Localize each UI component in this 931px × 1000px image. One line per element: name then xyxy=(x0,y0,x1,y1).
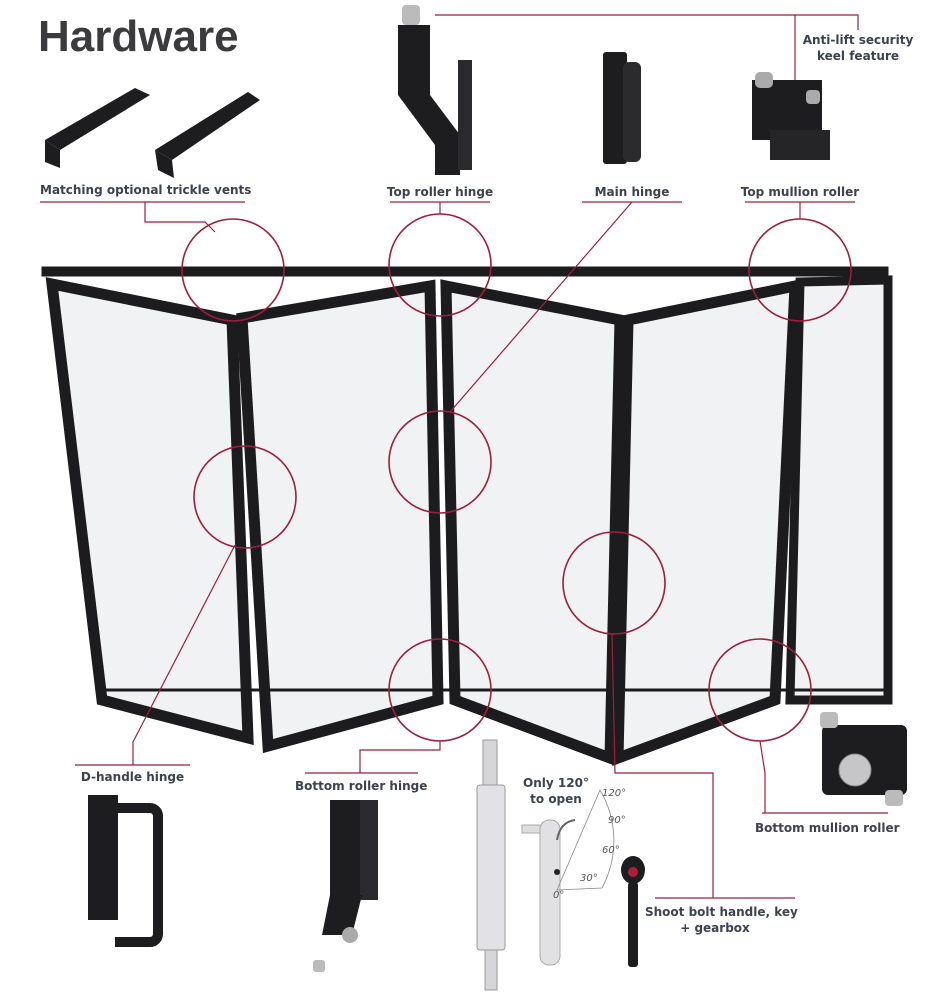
key-image xyxy=(621,856,645,967)
label-shoot-bolt-line1: Shoot bolt handle, key xyxy=(645,905,798,919)
label-main-hinge: Main hinge xyxy=(594,185,670,199)
door-panel-4 xyxy=(612,279,801,766)
callout-circle-bottom-roller xyxy=(388,638,492,742)
d-handle-hinge-image xyxy=(88,795,163,947)
main-hinge-image xyxy=(603,52,641,164)
label-only-120-line2: to open xyxy=(530,792,582,806)
trickle-vent-image xyxy=(45,88,260,178)
label-d-handle-hinge: D-handle hinge xyxy=(80,770,185,784)
door-panel-3 xyxy=(440,279,626,766)
top-mullion-roller-image xyxy=(752,72,830,160)
callout-circle-bottom-mullion xyxy=(708,638,812,742)
bottom-roller-hinge-image xyxy=(313,800,378,972)
bottom-mullion-roller-image xyxy=(820,712,907,806)
label-anti-lift-line1: Anti-lift security xyxy=(802,33,914,47)
callout-circle-trickle-vent xyxy=(181,218,285,322)
gearbox-image xyxy=(476,739,506,991)
label-bottom-mullion-roller: Bottom mullion roller xyxy=(755,821,900,835)
callout-circle-top-mullion xyxy=(748,218,852,322)
callout-circle-d-handle xyxy=(193,445,297,549)
label-top-mullion-roller: Top mullion roller xyxy=(740,185,860,199)
label-anti-lift-line2: keel feature xyxy=(816,49,900,63)
angle-0: 0° xyxy=(553,890,565,901)
callout-circle-shoot-bolt xyxy=(562,531,666,635)
callout-circle-top-roller xyxy=(388,213,492,317)
angle-60: 60° xyxy=(602,845,620,856)
callout-lines xyxy=(40,14,888,899)
label-trickle-vents: Matching optional trickle vents xyxy=(40,183,252,197)
door-panel-1 xyxy=(45,277,254,746)
label-shoot-bolt-line2: + gearbox xyxy=(680,921,750,935)
bifold-door xyxy=(41,266,893,766)
page-title: Hardware xyxy=(38,12,239,61)
shoot-bolt-handle-image xyxy=(521,789,615,966)
label-shoot-bolt: Shoot bolt handle, key + gearbox xyxy=(645,904,798,936)
label-anti-lift: Anti-lift security keel feature xyxy=(798,32,918,64)
label-top-roller-hinge: Top roller hinge xyxy=(386,185,494,199)
callout-circle-main-hinge xyxy=(388,410,492,514)
angle-120: 120° xyxy=(602,788,627,799)
label-bottom-roller-hinge: Bottom roller hinge xyxy=(295,779,428,793)
top-track xyxy=(41,266,889,277)
label-only-120-line1: Only 120° xyxy=(523,776,589,790)
angle-30: 30° xyxy=(580,873,598,884)
label-only-120: Only 120° to open xyxy=(516,775,596,807)
door-panel-2 xyxy=(236,279,444,754)
angle-90: 90° xyxy=(608,815,626,826)
callout-circles xyxy=(181,213,852,742)
fixed-frame-right xyxy=(785,275,893,705)
top-roller-hinge-image xyxy=(398,5,472,175)
